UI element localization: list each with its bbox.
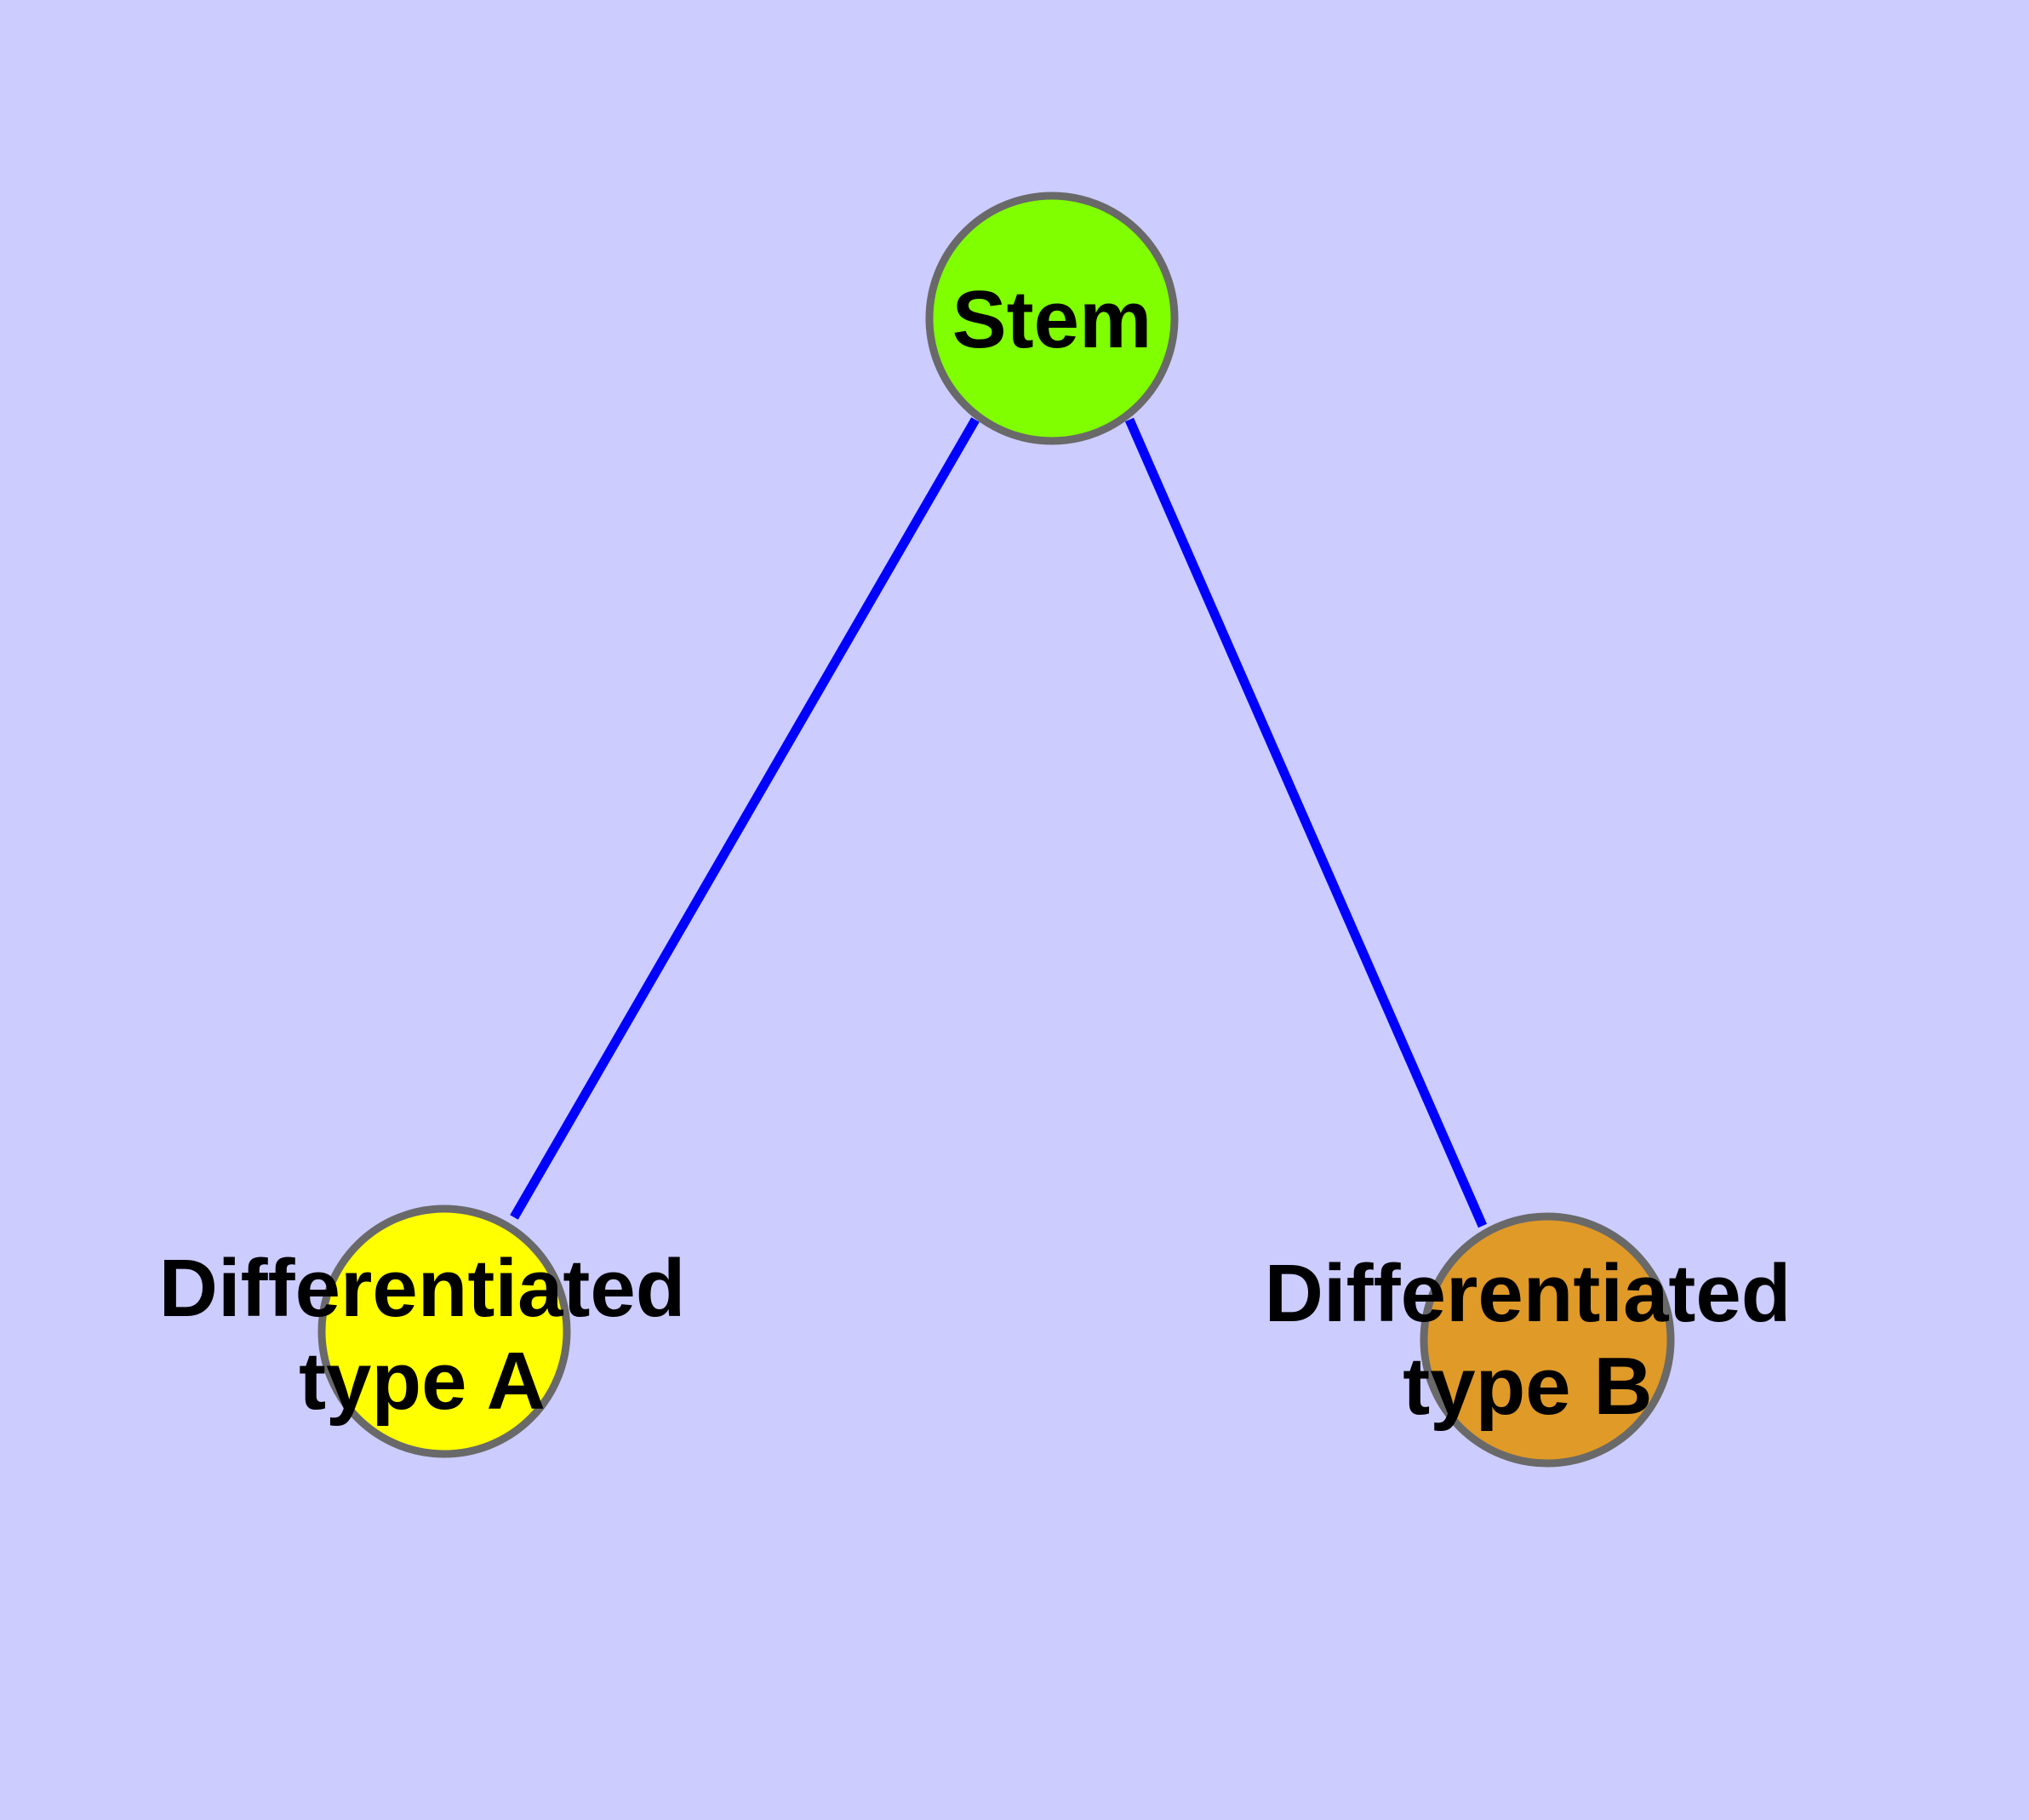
edge-stem-to-diff-a[interactable] bbox=[510, 417, 980, 1220]
node-diff-b-label-line-2: type B bbox=[1403, 1341, 1652, 1432]
node-stem-circle[interactable] bbox=[925, 192, 1179, 445]
edge-stem-to-diff-b[interactable] bbox=[1124, 417, 1488, 1228]
node-stem-label: Stem bbox=[952, 274, 1152, 365]
node-diff-b-circle[interactable] bbox=[1420, 1212, 1675, 1468]
node-diff-a-label-line-2: type A bbox=[299, 1336, 546, 1427]
node-diff-b-label-line-1: Differentiated bbox=[1265, 1248, 1792, 1339]
edge-layer bbox=[510, 417, 1488, 1228]
node-stem[interactable] bbox=[925, 192, 1179, 445]
label-layer: Stem Differentiated type A Differentiate… bbox=[159, 274, 1792, 1432]
node-diff-a-label-line-1: Differentiated bbox=[159, 1243, 686, 1334]
node-diff-a-circle[interactable] bbox=[317, 1205, 571, 1458]
node-diff-a[interactable] bbox=[317, 1205, 571, 1458]
node-diff-b[interactable] bbox=[1420, 1212, 1675, 1468]
node-layer bbox=[317, 192, 1675, 1468]
